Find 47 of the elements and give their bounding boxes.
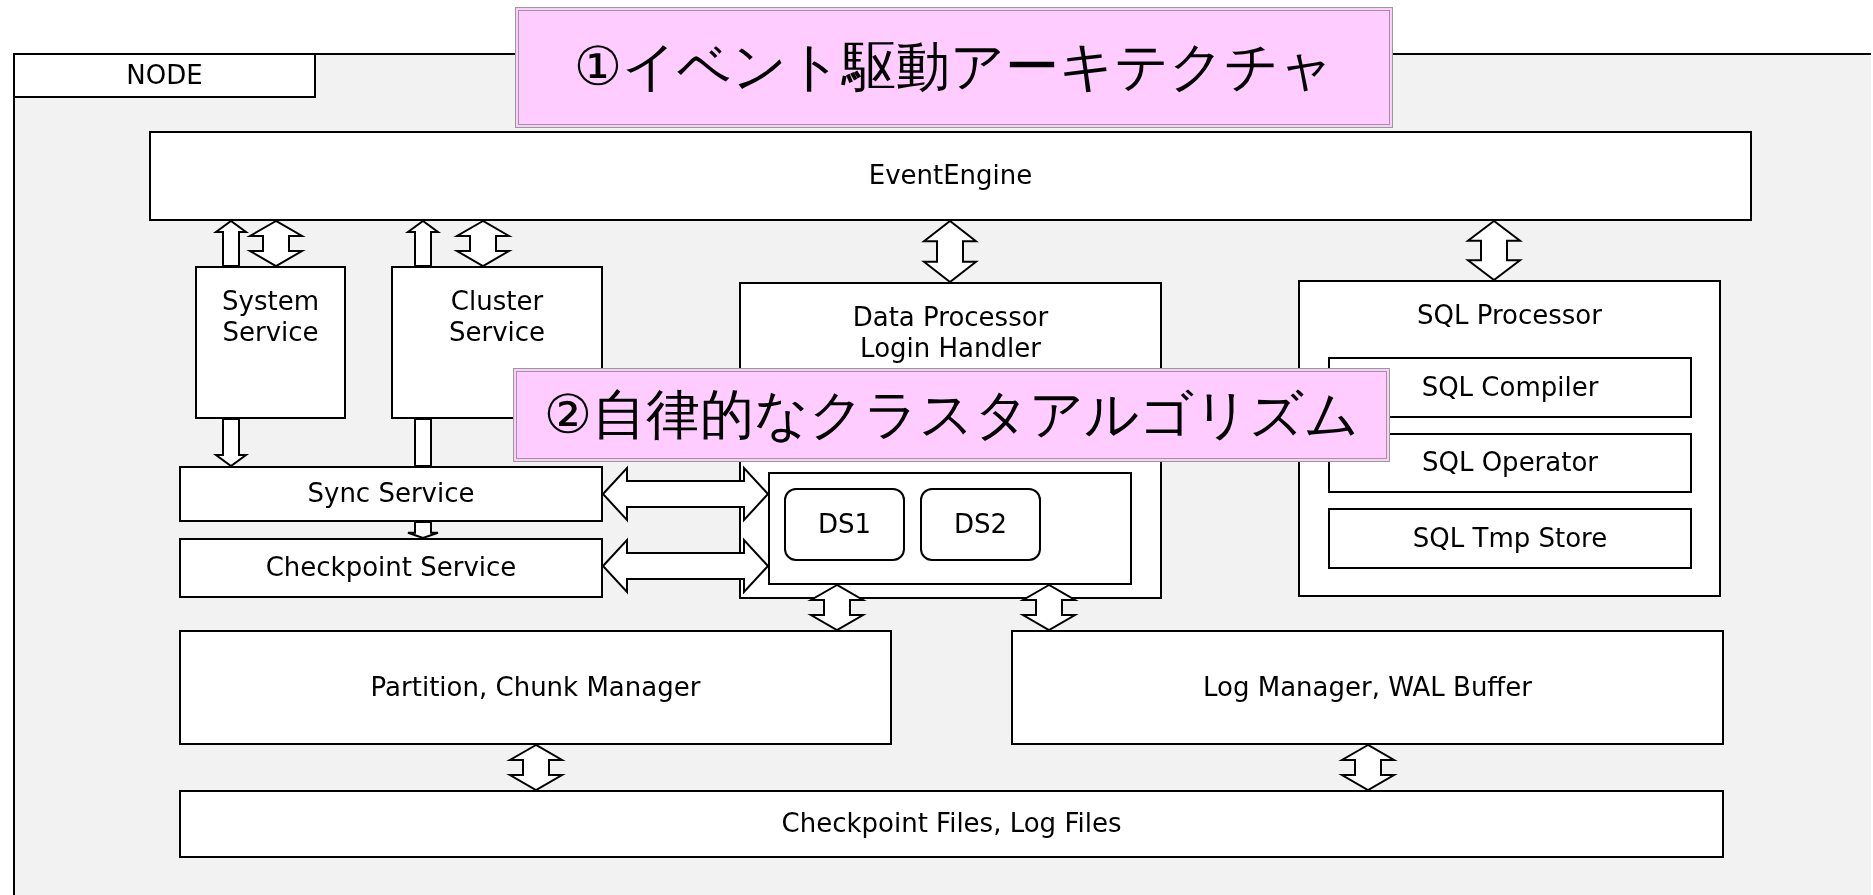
component-label: SQL Compiler [1421,371,1599,404]
component-label: System Service [221,286,320,349]
store-box [784,488,905,561]
component-label: DS2 [953,508,1008,541]
double-block-arrow [807,583,867,632]
component-label: SQL Operator [1421,447,1599,479]
double-block-arrow [453,219,513,268]
block-arrow [212,418,250,468]
component-label: Sync Service [307,478,475,510]
component-label: Checkpoint Files, Log Files [781,808,1122,840]
double-block-arrow [246,219,306,268]
block-arrow [212,219,250,267]
component-box [195,266,346,419]
block-arrow [404,219,442,267]
component-label: Data Processor [852,302,1049,334]
component-box [179,790,1724,858]
component-box [149,131,1752,221]
double-block-arrow [921,219,979,284]
double-block-arrow [1019,583,1079,632]
double-block-arrow [506,743,566,792]
component-box [179,538,603,598]
component-box [179,466,603,522]
double-block-arrow [1465,219,1523,282]
component-label: Log Manager, WAL Buffer [1203,671,1532,704]
component-box [179,630,892,745]
store-box [920,488,1041,561]
double-block-arrow [601,537,770,595]
block-arrow [407,521,439,540]
component-label: SQL Processor [1417,300,1602,332]
double-block-arrow [1338,743,1398,792]
component-box [1011,630,1724,745]
component-label: SQL Tmp Store [1412,522,1608,555]
callout-tooltip [515,7,1393,128]
tab-label: NODE [13,53,316,98]
banner-text: ②自律的なクラスタアルゴリズム [543,382,1360,448]
component-label: DS1 [817,508,872,541]
component-label: EventEngine [868,160,1033,192]
component-box [1328,508,1692,569]
connector-bar [414,418,432,467]
component-label: Cluster Service [447,286,547,349]
callout-tooltip [513,368,1390,462]
component-label: Login Handler [860,333,1041,365]
banner-text: ①イベント駆動アーキテクチャ [573,35,1335,100]
double-block-arrow [601,465,770,523]
component-label: Partition, Chunk Manager [370,671,701,704]
component-label: Checkpoint Service [265,552,517,584]
data-store-box [768,472,1132,585]
